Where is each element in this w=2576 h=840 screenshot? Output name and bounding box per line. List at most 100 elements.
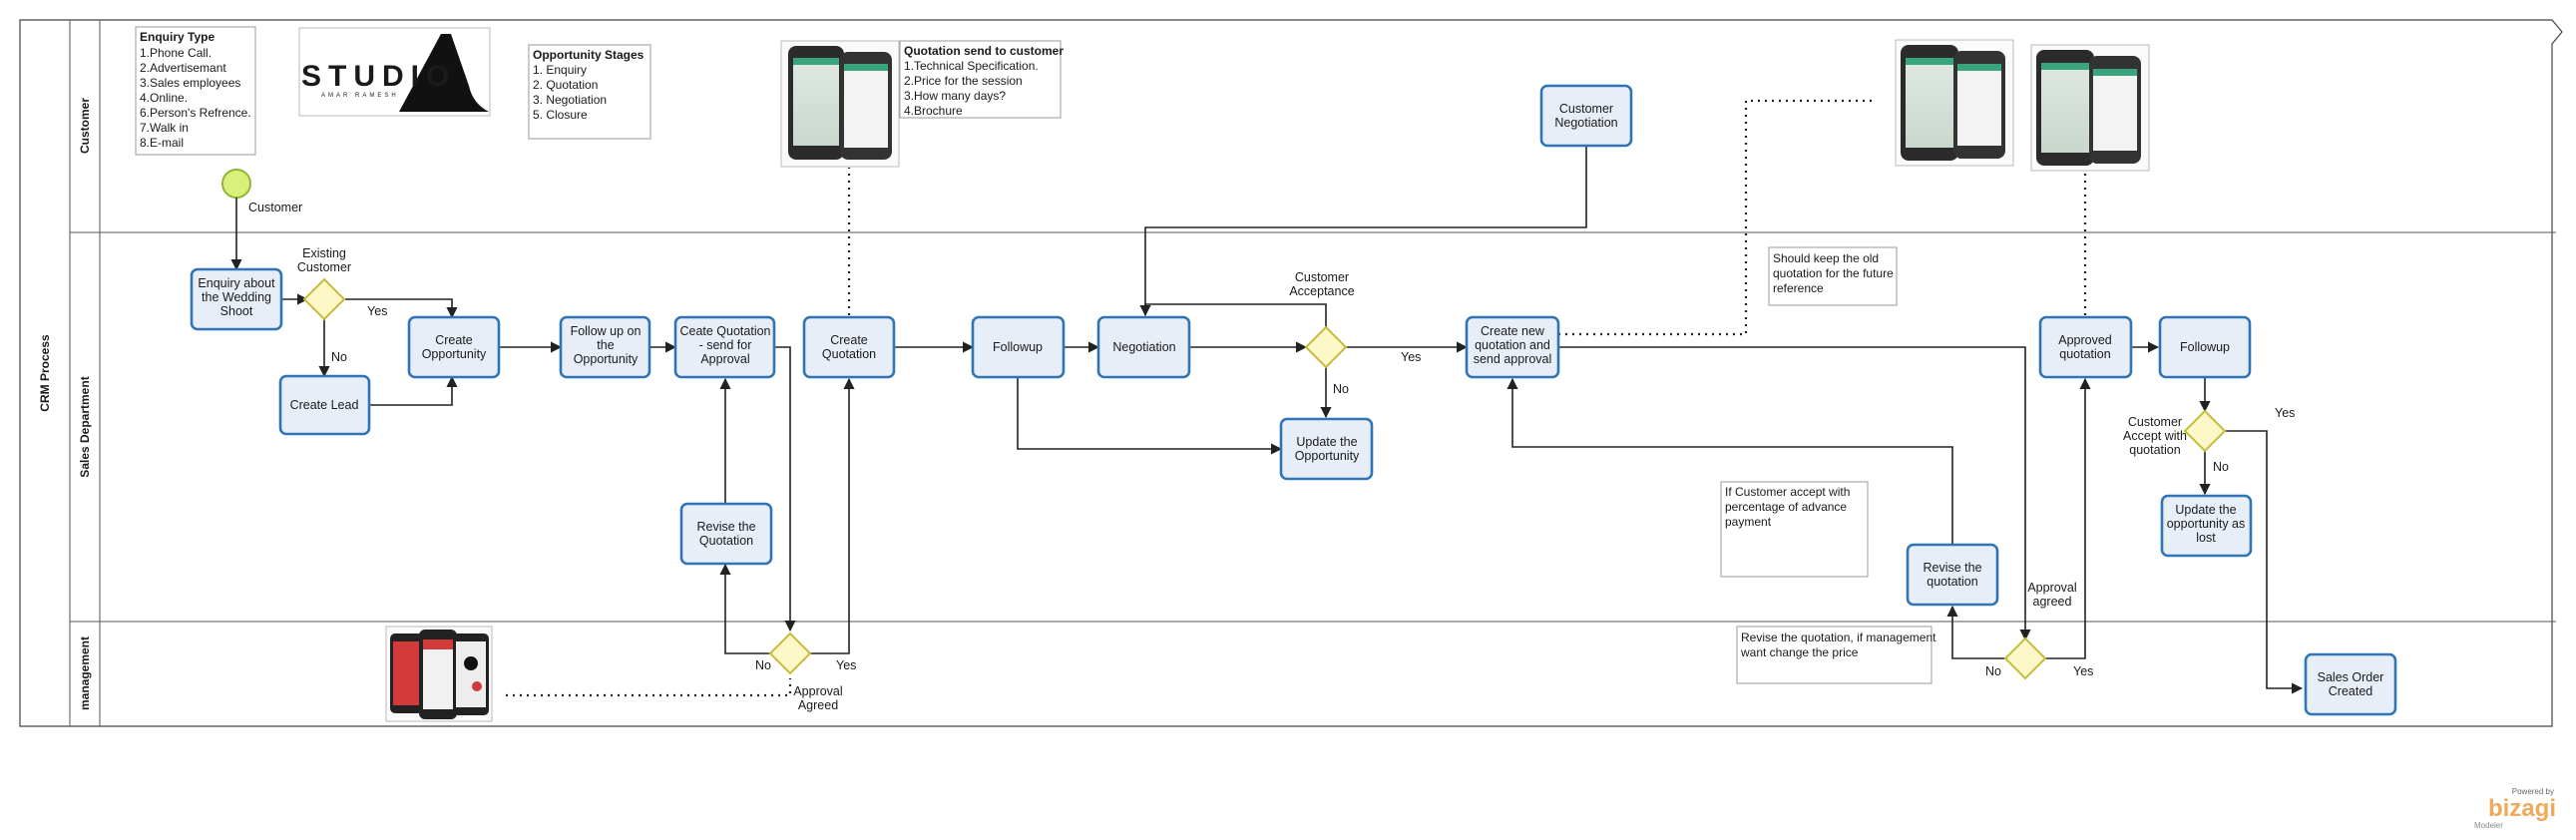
task-label: Followup [993, 340, 1043, 354]
note-line: 2.Advertisemant [140, 61, 226, 75]
task-label: quotation [1927, 575, 1977, 589]
phone-image-approved-1 [1895, 39, 2014, 167]
task-label: Create Lead [290, 398, 359, 412]
note-line: 1.Technical Specification. [904, 59, 1039, 73]
task-label: opportunity as [2167, 517, 2246, 531]
note-line: Should keep the old [1773, 251, 1879, 265]
edge-label-yes: Yes [2275, 406, 2295, 420]
task-create-lead[interactable]: Create Lead [278, 374, 371, 436]
gateway-labels: Existing Customer Customer Acceptance Ap… [297, 246, 2187, 712]
flow [1946, 605, 2006, 659]
task-negotiation[interactable]: Negotiation [1096, 315, 1191, 379]
gateway-label: agreed [2033, 595, 2072, 609]
sequence-flows [230, 128, 2304, 694]
note-line: 6.Person's Refrence. [140, 106, 251, 120]
task-sales-order-created[interactable]: Sales Order Created [2304, 652, 2397, 716]
task-label: Revise the [1923, 561, 1981, 575]
task-label: the Wedding [202, 290, 271, 304]
task-label: Create [830, 333, 868, 347]
note-line: payment [1725, 515, 1772, 529]
task-revise-quotation-2[interactable]: Revise the quotation [1906, 543, 1999, 607]
note-opportunity-stages: Opportunity Stages 1. Enquiry 2. Quotati… [528, 44, 651, 140]
branding-powered: Powered by [2512, 787, 2554, 796]
logo-subtext: AMAR RAMESH [321, 93, 399, 99]
gateway-label: Approval [793, 684, 842, 698]
gateway-label: Agreed [798, 698, 838, 712]
gateway-approval-agreed-1[interactable] [768, 631, 812, 675]
note-line: 7.Walk in [140, 121, 189, 135]
task-approved-quotation[interactable]: Approved quotation [2038, 315, 2133, 379]
bizagi-branding: Powered by bizagi Modeler [2474, 787, 2556, 830]
edge-label-no: No [331, 350, 347, 364]
edge-label-no: No [2213, 460, 2229, 474]
flow [2224, 430, 2304, 694]
task-follow-up-opportunity[interactable]: Follow up on the Opportunity [559, 315, 651, 379]
note-line: 4.Brochure [904, 104, 963, 118]
gateway-approval-agreed-2[interactable] [2003, 636, 2047, 680]
task-update-opportunity[interactable]: Update the Opportunity [1279, 417, 1374, 481]
task-label: Sales Order [2318, 670, 2384, 684]
note-title: Enquiry Type [140, 30, 215, 44]
task-label: Approved [2058, 333, 2112, 347]
note-line: want change the price [1740, 645, 1859, 659]
task-customer-negotiation[interactable]: Customer Negotiation [1539, 84, 1633, 148]
task-create-opportunity[interactable]: Create Opportunity [407, 315, 501, 379]
flow [1017, 377, 1283, 455]
note-line: 2. Quotation [533, 78, 598, 92]
note-management-change: Revise the quotation, if management want… [1736, 626, 1936, 684]
phone-image-quotation [780, 40, 900, 168]
gateway-label: Customer [1295, 270, 1349, 284]
task-create-new-quotation[interactable]: Create new quotation and send approval [1465, 315, 1560, 379]
task-label: - send for [699, 338, 752, 352]
task-label: Followup [2180, 340, 2230, 354]
note-enquiry-type: Enquiry Type 1.Phone Call. 2.Advertisema… [135, 26, 256, 156]
gateway-label: Customer [297, 260, 351, 274]
gateway-label: Acceptance [1289, 284, 1354, 298]
lane-label-management: management [78, 636, 92, 710]
task-label: send approval [1474, 352, 1552, 366]
app-screens-image [385, 626, 493, 722]
note-line: 3.Sales employees [140, 76, 240, 90]
branding-edition: Modeler [2474, 821, 2503, 830]
task-create-quotation-send-approval[interactable]: Ceate Quotation - send for Approval [673, 315, 776, 379]
task-label: Update the [1296, 435, 1357, 449]
note-advance-payment: If Customer accept with percentage of ad… [1720, 481, 1869, 578]
start-event[interactable]: Customer [221, 169, 302, 214]
gateway-label: Accept with [2123, 429, 2187, 443]
task-label: quotation and [1475, 338, 1550, 352]
lane-label-sales: Sales Department [78, 376, 92, 477]
task-label: lost [2196, 531, 2216, 545]
task-followup-2[interactable]: Followup [2158, 315, 2252, 379]
task-update-opportunity-lost[interactable]: Update the opportunity as lost [2160, 494, 2253, 558]
flow [1558, 346, 2031, 641]
gateway-accept-with-quotation[interactable] [2183, 409, 2227, 453]
start-event-label: Customer [248, 201, 302, 214]
note-line: reference [1773, 281, 1824, 295]
task-label: Shoot [220, 304, 253, 318]
flow [1144, 303, 1327, 329]
note-line: If Customer accept with [1725, 485, 1850, 499]
task-label: Opportunity [1295, 449, 1360, 463]
note-line: 3. Negotiation [533, 93, 607, 107]
task-followup-1[interactable]: Followup [971, 315, 1066, 379]
task-create-quotation[interactable]: Create Quotation [802, 315, 896, 379]
edge-label-yes: Yes [367, 304, 387, 318]
phone-image-approved-2 [2030, 44, 2150, 172]
gateway-label: quotation [2129, 443, 2180, 457]
gateway-label: Existing [302, 246, 346, 260]
task-label: Customer [1559, 102, 1613, 116]
task-enquiry[interactable]: Enquiry about the Wedding Shoot [190, 267, 283, 331]
flow [369, 375, 458, 406]
note-line: quotation for the future [1773, 266, 1894, 280]
edge-label-yes: Yes [2073, 664, 2093, 678]
task-label: Opportunity [422, 347, 487, 361]
note-line: 4.Online. [140, 91, 188, 105]
task-revise-quotation-1[interactable]: Revise the Quotation [679, 502, 773, 566]
gateway-existing-customer[interactable] [302, 277, 346, 321]
gateway-customer-acceptance[interactable] [1304, 325, 1348, 369]
note-title: Quotation send to customer [904, 44, 1064, 58]
task-label: Revise the [696, 520, 755, 534]
note-line: 1.Phone Call. [140, 46, 212, 60]
flow [345, 298, 458, 319]
